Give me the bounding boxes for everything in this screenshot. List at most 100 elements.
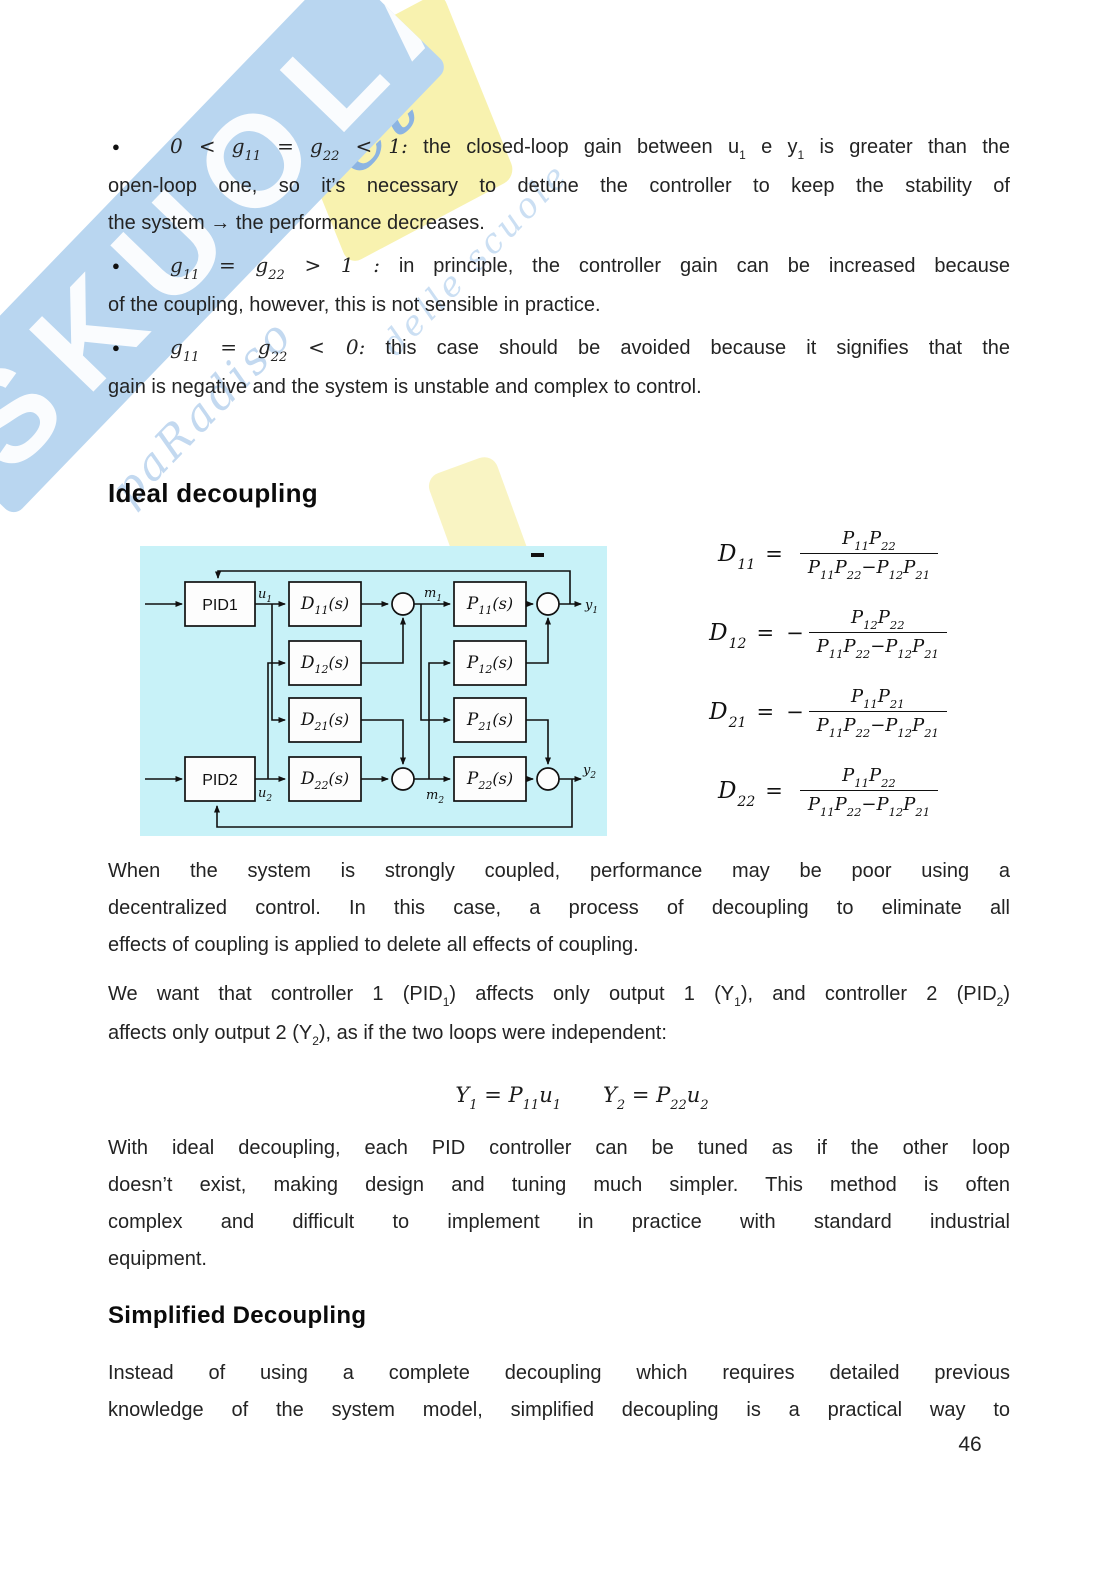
label-d22: D22(s) <box>300 769 349 792</box>
label-d11: D11(s) <box>300 594 349 617</box>
text-line: gain is negative and the system is unsta… <box>108 376 702 398</box>
subscript: 22 <box>268 268 285 283</box>
fraction-numerator: P11P21 <box>850 685 905 711</box>
text-line: decentralized control. In this case, a p… <box>108 897 1010 919</box>
subscript: 2 <box>996 995 1004 1009</box>
bullet-item-1: ● 0 < g11 = g22 < 1: the closed-loop gai… <box>108 128 1010 242</box>
signal-y2: y2 <box>582 763 596 781</box>
sum-junction-4 <box>536 767 560 791</box>
text-segment: ), as if the two loops were independent: <box>318 1022 667 1044</box>
subscript: 1 <box>442 995 450 1009</box>
subscript: 1 <box>739 148 746 162</box>
block-p11 <box>453 581 527 627</box>
label-p11: P11(s) <box>466 594 513 617</box>
label-p12: P12(s) <box>466 653 513 676</box>
text-line: of the coupling, however, this is not se… <box>108 294 601 316</box>
paragraph-ideal-decoupling-benefits: With ideal decoupling, each PID controll… <box>108 1130 1010 1278</box>
block-d11 <box>288 581 362 627</box>
label-p21: P21(s) <box>466 710 513 733</box>
label-p22: P22(s) <box>466 769 513 792</box>
diagram-blocks <box>184 581 560 802</box>
block-pid2 <box>184 756 256 802</box>
decoupling-block-diagram: PID1 PID2 D11(s) D12(s) D21(s) D22(s) P1… <box>140 546 607 836</box>
text-segment: ) affects only output 1 (Y <box>449 983 735 1005</box>
math-segment: = P <box>477 1083 523 1107</box>
signal-y1: y1 <box>584 598 598 616</box>
text-line: doesn’t exist, making design and tuning … <box>108 1174 1010 1196</box>
block-d22 <box>288 756 362 802</box>
block-pid1 <box>184 581 256 627</box>
bullet-icon: ● <box>112 340 120 355</box>
math-segment: = g <box>199 335 271 359</box>
fraction-denominator: P11P22−P12P21 <box>799 553 939 582</box>
math-segment: u <box>539 1083 553 1107</box>
subscript: 2 <box>312 1034 319 1048</box>
text-segment: e y <box>745 136 798 158</box>
math-segment: g <box>170 335 183 359</box>
formula-d11: D11 = P11P22 P11P22−P12P21 <box>648 514 1008 593</box>
label-d12: D12(s) <box>300 653 349 676</box>
subscript: 2 <box>700 1098 709 1113</box>
label-pid1: PID1 <box>202 597 238 614</box>
paragraph-controller-goal: We want that controller 1 (PID1) affects… <box>108 976 1010 1054</box>
math-segment: = g <box>199 253 269 277</box>
block-d12 <box>288 640 362 686</box>
text-segment: affects only output 2 (Y <box>108 1022 313 1044</box>
text-line: 0 < g11 = g22 < 1: the closed-loop gain … <box>108 128 1010 168</box>
bullet-icon: ● <box>112 258 120 273</box>
text-segment: We want that controller 1 (PID <box>108 983 443 1005</box>
subscript: 11 <box>182 350 200 365</box>
math-segment: < 0: <box>287 335 366 359</box>
subscript: 22 <box>270 350 288 365</box>
math-segment: Y <box>455 1083 470 1107</box>
fraction-numerator: P11P22 <box>842 764 896 790</box>
heading-ideal-decoupling: Ideal decoupling <box>108 478 318 508</box>
subscript: 2 <box>616 1098 626 1113</box>
text-line: open-loop one, so it’s necessary to detu… <box>108 175 1010 197</box>
text-line: With ideal decoupling, each PID controll… <box>108 1137 1010 1159</box>
sum-junction-1 <box>391 592 415 616</box>
decoupler-formulas: D11 = P11P22 P11P22−P12P21 D12 = − P12P2… <box>648 514 1008 830</box>
signal-u2: u2 <box>258 786 272 804</box>
fraction-numerator: P12P22 <box>850 606 905 632</box>
subscript: 11 <box>522 1098 540 1113</box>
equals-sign: = <box>765 778 783 803</box>
block-d21 <box>288 697 362 743</box>
subscript: 1 <box>552 1098 561 1113</box>
text-line: When the system is strongly coupled, per… <box>108 860 1010 882</box>
text-line: equipment. <box>108 1248 207 1270</box>
text-segment: the closed-loop gain between u <box>407 136 740 158</box>
math-segment: < 1: <box>339 134 408 158</box>
sum-junction-2 <box>391 767 415 791</box>
formula-d21: D21 = − P11P21 P11P22−P12P21 <box>648 672 1008 751</box>
text-line: We want that controller 1 (PID1) affects… <box>108 976 1010 1015</box>
bullet-item-2: ● g11 = g22 > 1 : in principle, the cont… <box>108 247 1010 324</box>
heading-simplified-decoupling: Simplified Decoupling <box>108 1302 367 1329</box>
diagram-container: PID1 PID2 D11(s) D12(s) D21(s) D22(s) P1… <box>140 546 607 836</box>
minus-sign: − <box>786 620 804 645</box>
text-line: Instead of using a complete decoupling w… <box>108 1362 1010 1384</box>
text-line: the system → the performance decreases. <box>108 212 485 234</box>
block-p22 <box>453 756 527 802</box>
formula-d12: D12 = − P12P22 P11P22−P12P21 <box>648 593 1008 672</box>
fraction: P11P22 P11P22−P12P21 <box>799 764 939 819</box>
label-d21: D21(s) <box>300 710 349 733</box>
formula-lhs: D12 <box>709 619 747 652</box>
math-segment: u <box>686 1083 701 1107</box>
text-line: g11 = g22 > 1 : in principle, the contro… <box>108 247 1010 287</box>
text-segment: is greater than the <box>804 136 1010 158</box>
subscript: 22 <box>322 149 340 164</box>
bullet-icon: ● <box>112 139 120 154</box>
equals-sign: = <box>756 699 775 724</box>
subscript: 22 <box>670 1098 687 1113</box>
minus-sign: − <box>786 699 804 724</box>
signal-u1: u1 <box>258 587 272 605</box>
fraction-numerator: P11P22 <box>842 527 896 553</box>
equals-sign: = <box>756 620 775 645</box>
fraction: P11P22 P11P22−P12P21 <box>799 527 939 582</box>
bullet-item-3: ● g11 = g22 < 0: this case should be avo… <box>108 329 1010 406</box>
text-segment: ) <box>1003 983 1011 1005</box>
fraction-denominator: P11P22−P12P21 <box>808 632 947 661</box>
subscript: 11 <box>182 268 200 283</box>
